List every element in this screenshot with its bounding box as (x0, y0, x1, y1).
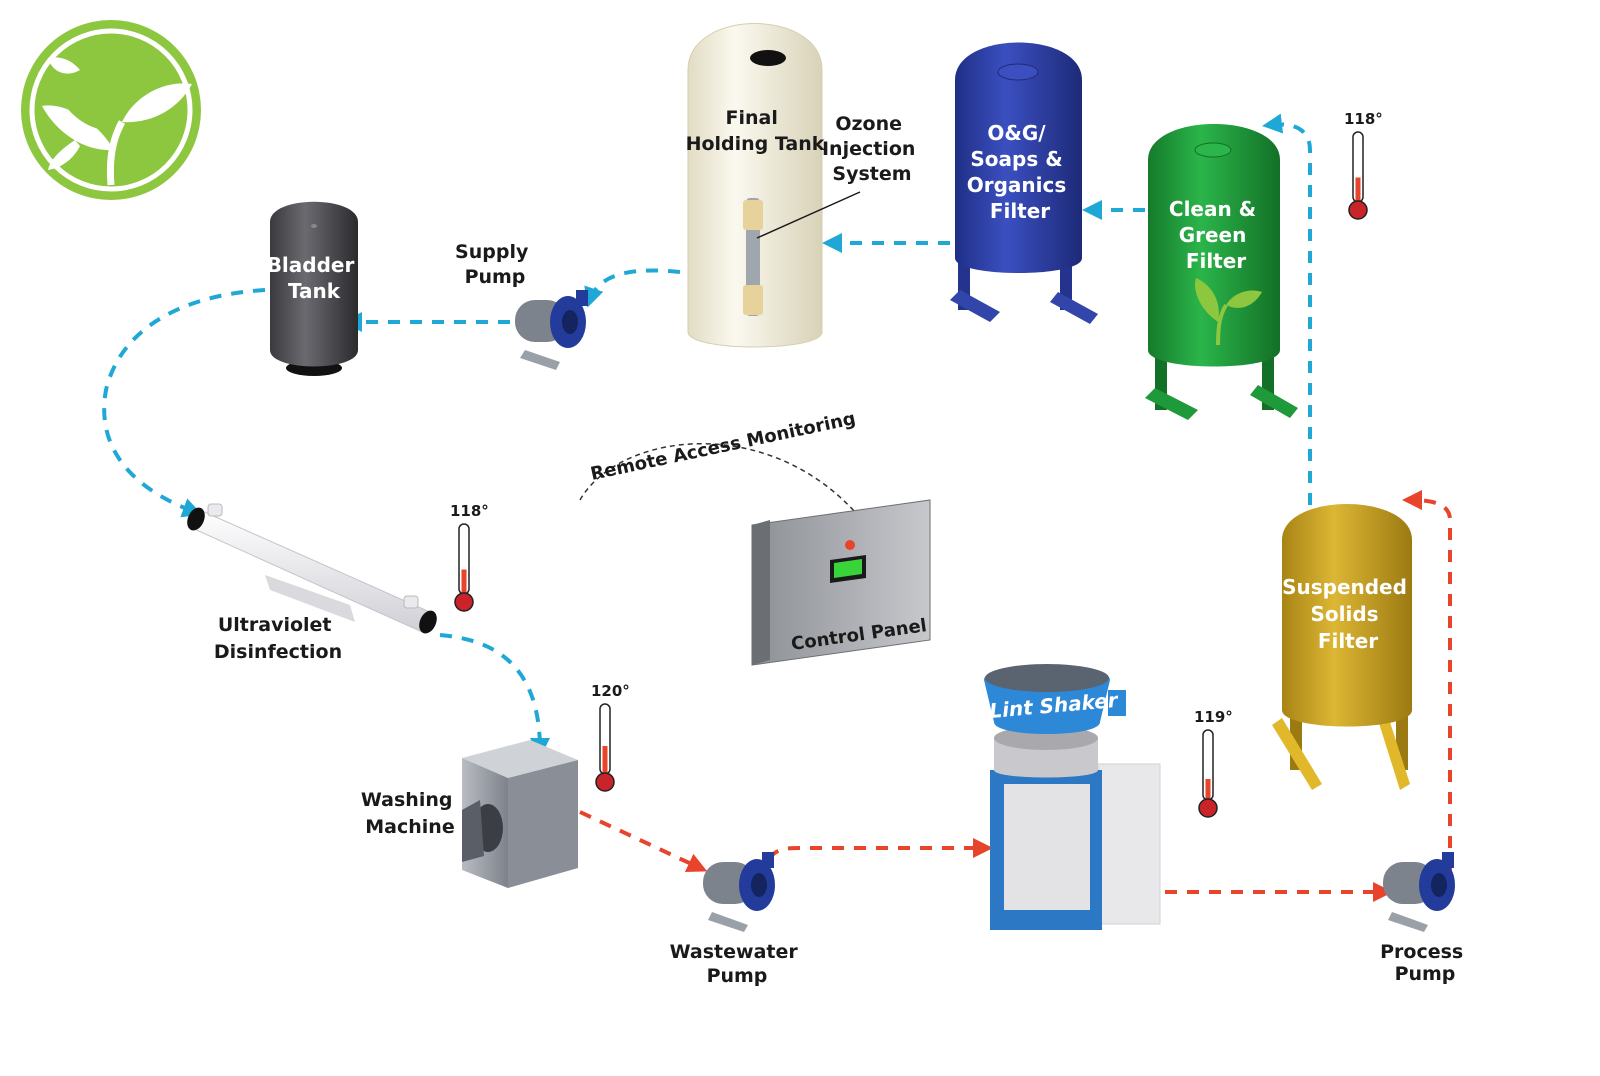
svg-text:Ozone Injection Sy: Ozone Injection System (822, 113, 922, 185)
clean-water-flow (102, 113, 1312, 758)
suspended-label-2: Solids (1310, 602, 1378, 626)
svg-text:Washing Machine: Washing Machine (361, 789, 459, 838)
remote-access-label: Remote Access Monitoring (589, 408, 858, 485)
bladder-tank: Bladder Tank (267, 201, 362, 376)
holding-tank-label-1: Final (726, 107, 778, 129)
temp-label-top-right: 118° (1344, 110, 1383, 128)
clean-green-label-3: Filter (1186, 249, 1246, 273)
svg-text:O&G/ Soaps & Organ: O&G/ Soaps & Organics Filter (967, 121, 1074, 223)
og-label-1: O&G/ (987, 121, 1046, 145)
wastewater-pump-label-1: Wastewater (670, 941, 799, 963)
og-label-2: Soaps & (970, 147, 1062, 171)
suspended-solids-filter: Suspended Solids Filter (1272, 504, 1414, 790)
flow-bladder-to-uv (102, 288, 266, 518)
bladder-tank-label-2: Tank (288, 279, 341, 303)
uv-disinfection-unit: Ultraviolet Disinfection (187, 503, 437, 663)
temp-label-uv: 118° (450, 502, 489, 520)
thermometer-icon: 118° (1344, 110, 1383, 220)
ozone-label-2: Injection (822, 138, 915, 160)
control-panel: Remote Access Monitoring Control Panel (589, 408, 931, 666)
svg-text:Supply Pump: Supply Pump (455, 241, 535, 288)
process-pump: Process Pump (1380, 852, 1470, 985)
clean-green-label-2: Green (1179, 223, 1247, 247)
final-holding-tank: Final Holding Tank Ozone Injection Syste… (686, 23, 922, 348)
temp-label-washer: 120° (591, 682, 630, 700)
svg-text:Bladder Tank: Bladder Tank (267, 253, 362, 303)
thermometer-icon: 118° (450, 502, 489, 612)
og-label-4: Filter (990, 199, 1050, 223)
svg-text:Suspended Solids F: Suspended Solids Filter (1282, 575, 1414, 653)
clean-green-filter: Clean & Green Filter (1145, 124, 1298, 420)
wastewater-pump: Wastewater Pump (670, 852, 805, 987)
washing-machine: Washing Machine (361, 740, 578, 888)
svg-text:Clean & Green Filt: Clean & Green Filter (1169, 197, 1263, 273)
flow-uv-to-washer (439, 633, 550, 758)
uv-label-2: Disinfection (214, 641, 342, 663)
washer-label-2: Machine (365, 816, 454, 838)
supply-pump-label-2: Pump (465, 266, 526, 288)
clean-green-label-1: Clean & (1169, 197, 1256, 221)
flow-suspended-to-green (1262, 113, 1312, 505)
supply-pump: Supply Pump (455, 241, 588, 370)
bladder-tank-label-1: Bladder (267, 253, 355, 277)
flow-washer-to-wastewater-pump (579, 810, 708, 872)
leaf-icon (1194, 278, 1262, 346)
suspended-label-1: Suspended (1282, 575, 1407, 599)
flow-process-pump-to-suspended (1402, 490, 1452, 870)
thermometer-icon: 119° (1194, 708, 1233, 818)
og-label-3: Organics (967, 173, 1067, 197)
holding-tank-label-2: Holding Tank (686, 133, 825, 155)
svg-text:Process Pump: Process Pump (1380, 941, 1470, 985)
lint-shaker: Lint Shaker (984, 664, 1161, 930)
process-pump-label-2: Pump (1395, 963, 1456, 985)
washer-label-1: Washing (361, 789, 453, 811)
process-pump-label-1: Process (1380, 941, 1463, 963)
svg-text:Wastewater Pump: Wastewater Pump (670, 941, 805, 987)
ozone-label-1: Ozone (835, 113, 902, 135)
thermometers: 118° 118° 120° 119° (450, 110, 1383, 818)
og-soaps-organics-filter: O&G/ Soaps & Organics Filter (950, 42, 1098, 324)
remote-access-arc (579, 443, 871, 531)
suspended-label-3: Filter (1318, 629, 1378, 653)
uv-label-1: Ultraviolet (218, 614, 332, 636)
flow-wastewater-pump-to-lint (763, 838, 993, 881)
wastewater-pump-label-2: Pump (707, 965, 768, 987)
ozone-label-3: System (832, 163, 911, 185)
thermometer-icon: 120° (591, 682, 630, 792)
flow-holding-to-supply (584, 268, 681, 308)
supply-pump-label-1: Supply (455, 241, 529, 263)
temp-label-lint: 119° (1194, 708, 1233, 726)
svg-text:Final Holding Tank: Final Holding Tank (686, 107, 825, 155)
leaf-sprout-logo-icon (21, 20, 201, 200)
svg-text:Ultraviolet Disinfection: Ultraviolet Disinfection (214, 614, 342, 663)
